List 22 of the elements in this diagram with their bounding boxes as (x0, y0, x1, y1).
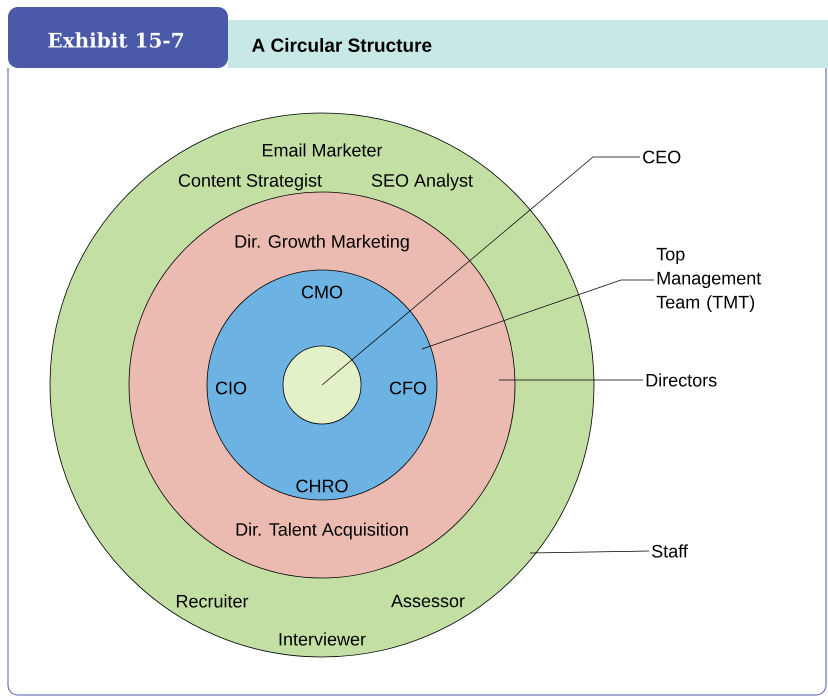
role-label: CFO (390, 382, 426, 394)
role-label: Dir. Talent Acquisition (236, 522, 408, 540)
role-label: CMO (302, 286, 342, 298)
ring (282, 346, 362, 424)
level-label: Directors (646, 373, 717, 387)
role-label: Dir. Growth Marketing (236, 234, 409, 252)
exhibit-tab: Exhibit 15-7 (8, 7, 228, 68)
title-bar: A Circular Structure (228, 20, 828, 68)
level-label: CEO (643, 150, 680, 164)
leader-line (530, 550, 650, 554)
level-label: Top Management Team (TMT) (656, 248, 762, 312)
level-label: Staff (652, 544, 688, 558)
leader-line (322, 156, 640, 386)
role-label: SEO Analyst (372, 174, 473, 190)
role-label: Email Marketer (262, 143, 382, 157)
role-label: Recruiter (176, 594, 248, 608)
role-label: Interviewer (280, 632, 366, 646)
role-label: Assessor (391, 594, 465, 608)
leader-line (422, 280, 654, 350)
role-label: CHRO (296, 480, 348, 492)
role-label: Content Strategist (178, 174, 322, 190)
role-label: CIO (216, 382, 246, 394)
